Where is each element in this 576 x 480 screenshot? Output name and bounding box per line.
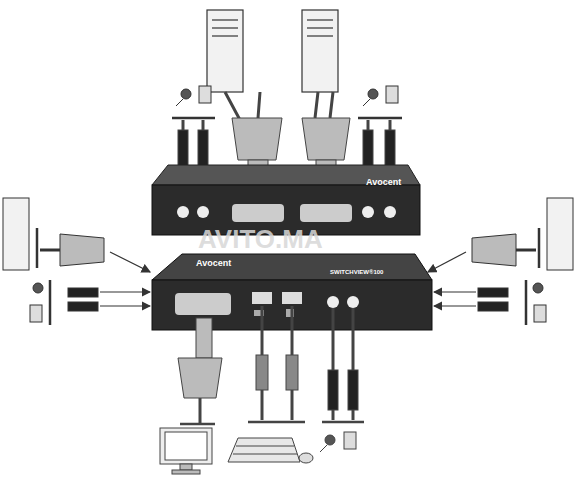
brand-label: Avocent bbox=[196, 259, 231, 268]
computer-tower bbox=[207, 10, 338, 92]
audio-icons bbox=[172, 86, 402, 118]
watermark: AVITO.MA bbox=[198, 226, 323, 252]
model-label: SWITCHVIEW®100 bbox=[330, 269, 383, 275]
cables-bottom bbox=[160, 306, 364, 474]
brand-label: Avocent bbox=[366, 178, 401, 187]
kvm-switch-top bbox=[152, 165, 420, 235]
